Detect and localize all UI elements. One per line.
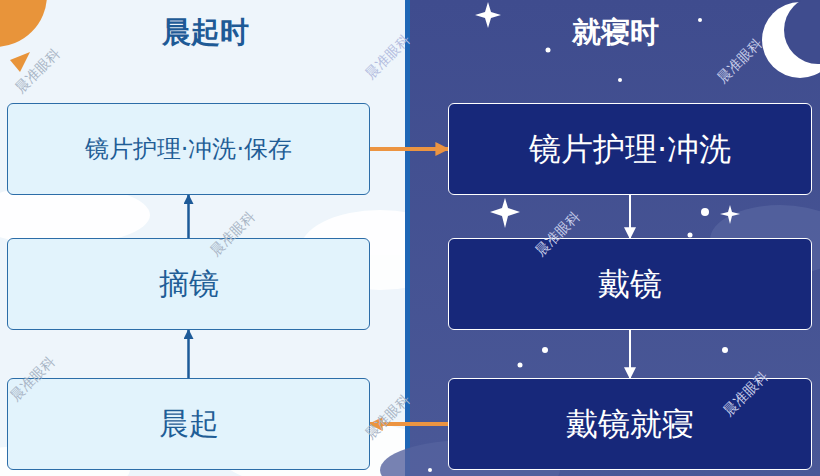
watermark: 晨准眼科 — [714, 35, 766, 87]
flow-arrow — [629, 330, 631, 378]
panel-band: 晨起时镜片护理·冲洗·保存摘镜晨起 — [0, 0, 410, 476]
process-box: 戴镜就寝 — [448, 378, 812, 470]
panel-heading: 晨起时 — [0, 10, 410, 54]
divider-stripe — [405, 0, 410, 476]
process-box: 镜片护理·冲洗·保存 — [7, 103, 370, 195]
flow-arrow — [187, 195, 190, 238]
process-box: 镜片护理·冲洗 — [448, 103, 812, 195]
watermark: 晨准眼科 — [12, 45, 64, 97]
panel-band: 就寝时镜片护理·冲洗戴镜戴镜就寝 — [410, 0, 820, 476]
step-text: 戴镜 — [598, 265, 662, 303]
process-box: 摘镜 — [7, 238, 370, 330]
step-text: 镜片护理·冲洗·保存 — [85, 135, 292, 164]
flow-arrow — [629, 195, 631, 238]
sun — [0, 0, 47, 47]
step-text: 晨起 — [159, 406, 219, 442]
step-text: 戴镜就寝 — [566, 405, 694, 443]
morning-ground — [0, 0, 410, 476]
process-box: 戴镜 — [448, 238, 812, 330]
flow-arrow — [187, 330, 190, 378]
night-ground — [410, 0, 820, 476]
process-box: 晨起 — [7, 378, 370, 470]
watermark: 晨准眼科 — [362, 31, 414, 83]
clouds — [0, 185, 460, 476]
step-text: 镜片护理·冲洗 — [529, 130, 731, 168]
flow-arrow — [370, 147, 448, 151]
panel-heading: 就寝时 — [410, 10, 820, 54]
sun-ray — [10, 52, 30, 72]
step-text: 摘镜 — [159, 266, 219, 302]
flow-arrow — [370, 422, 448, 426]
night-clouds — [380, 205, 820, 476]
moon — [762, 0, 820, 78]
